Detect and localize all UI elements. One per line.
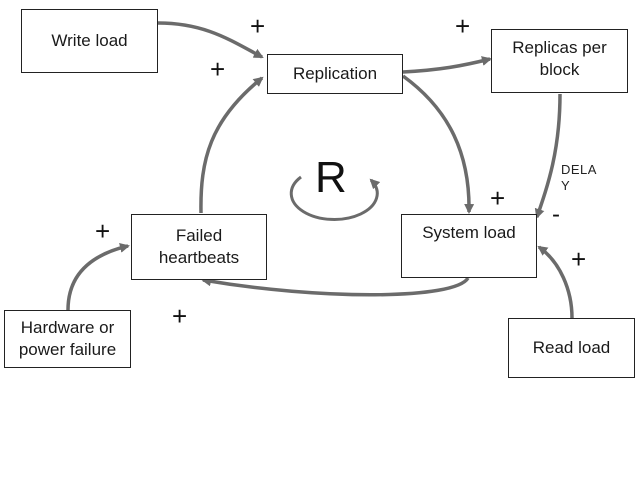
reinforcing-loop-arc <box>289 175 381 221</box>
link-write-to-replication <box>157 21 264 59</box>
polarity-replication-to-replicas: + <box>455 11 471 41</box>
polarity-write-to-replication: + <box>250 11 266 41</box>
link-failed-to-replication <box>199 76 264 214</box>
link-replication-to-replicas <box>402 56 492 74</box>
link-replicas-to-system <box>534 93 562 219</box>
loop-label-reinforcing: R <box>315 153 347 202</box>
polarity-replication-to-system: + <box>490 183 506 213</box>
link-hardware-to-failed <box>66 242 130 311</box>
node-hardware-failure: Hardware or power failure <box>4 310 131 368</box>
polarity-failed-to-replication: + <box>210 54 226 84</box>
delay-label: DELA Y <box>561 162 597 193</box>
polarity-system-to-failed: + <box>172 301 188 331</box>
node-system-load: System load <box>401 214 537 278</box>
polarity-hardware-to-failed: + <box>95 216 111 246</box>
polarity-replicas-to-system: - <box>552 201 560 228</box>
node-replicas-per-block: Replicas per block <box>491 29 628 93</box>
node-read-load: Read load <box>508 318 635 378</box>
link-replication-to-system <box>401 74 475 214</box>
polarity-read-to-system: + <box>571 244 587 274</box>
node-failed-heartbeats: Failed heartbeats <box>131 214 267 280</box>
link-system-to-failed <box>201 276 470 297</box>
node-replication: Replication <box>267 54 403 94</box>
node-write-load: Write load <box>21 9 158 73</box>
link-read-to-system <box>537 245 574 319</box>
